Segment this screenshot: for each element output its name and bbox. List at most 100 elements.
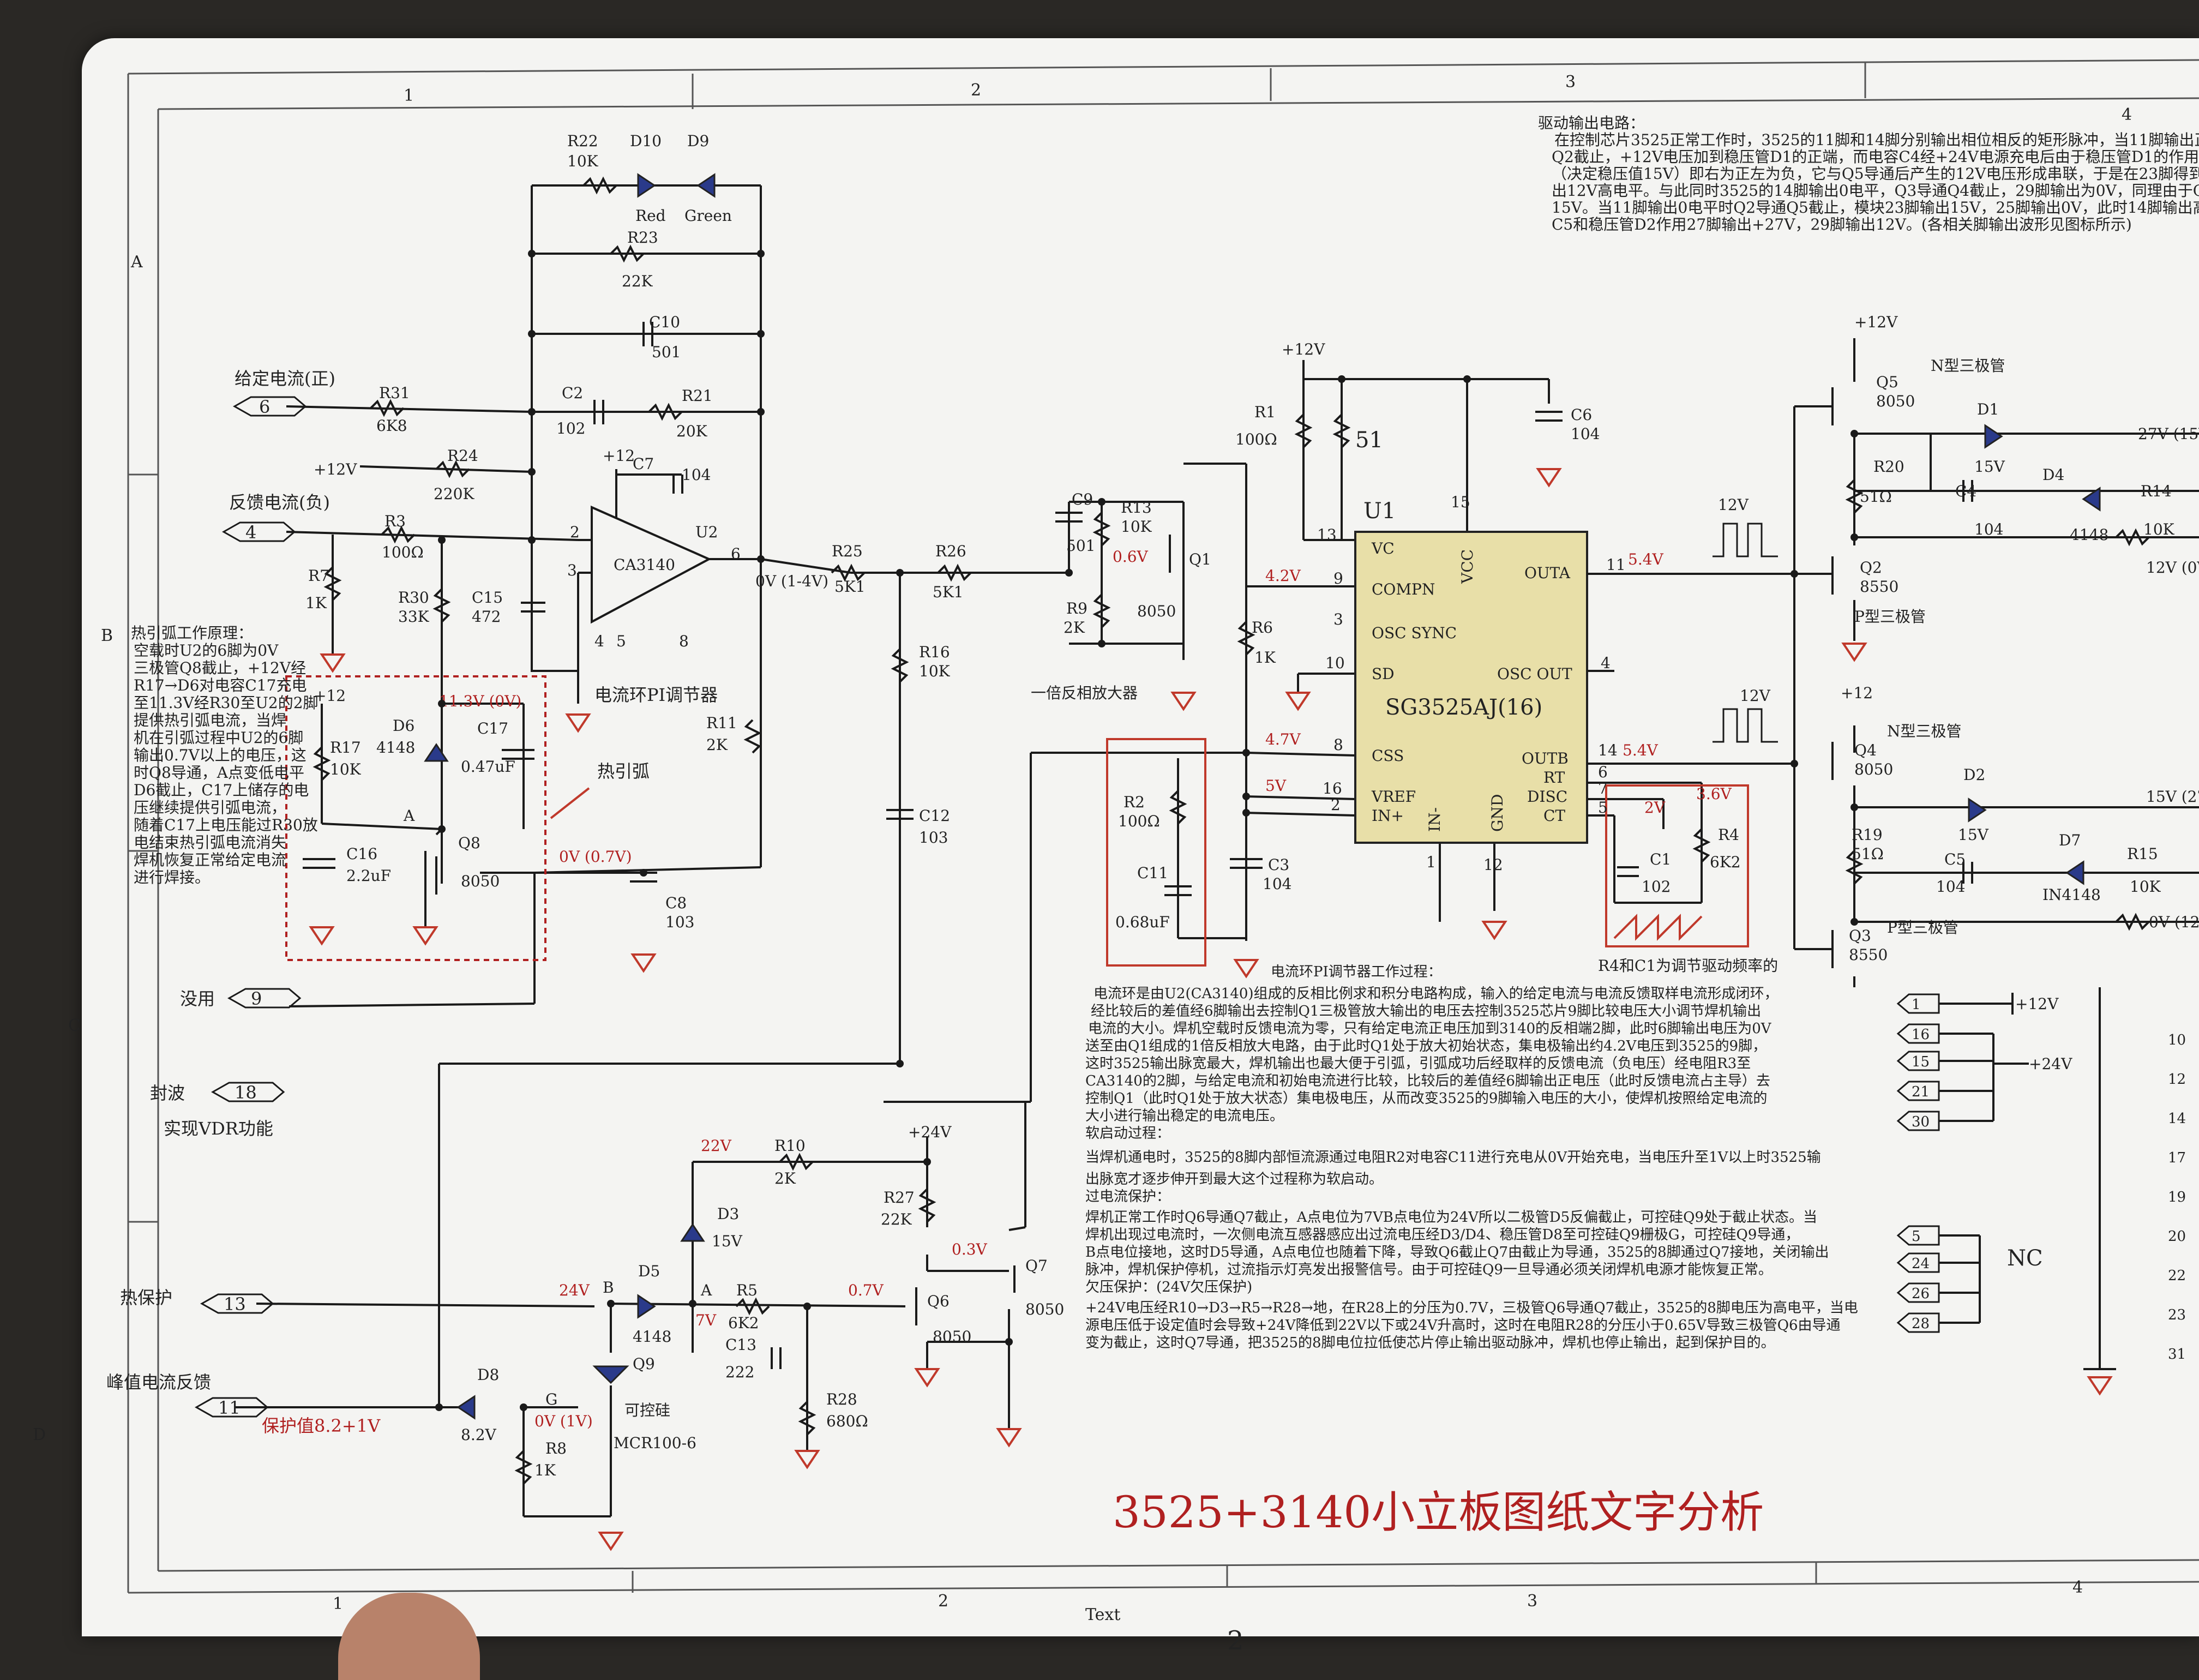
label-D2: D2 [1963,766,1985,784]
pi-text-line: 焊机出现过电流时，一次侧电流互感器感应出过流电压经D3/D4、稳压管D8至可控硅… [1085,1227,1799,1243]
value-R1: 100Ω [1235,430,1277,448]
scr-label: 可控硅 [624,1401,670,1419]
port-label-given-current: 给定电流(正) [235,368,335,389]
label-U2: U2 [695,523,718,541]
drive-text-line: 驱动输出电路： [1538,114,1645,132]
pin-label: 8 [1333,736,1343,754]
value-Q1: 8050 [1137,602,1176,620]
label-U1: U1 [1363,499,1396,524]
connector-pin: 16 [1912,1027,1930,1043]
pin-label: 9 [1333,569,1343,587]
output-0v: 0V (12V [2149,913,2199,931]
value-C5: 104 [1936,878,1965,896]
value-R28: 680Ω [826,1412,868,1430]
label-D8: D8 [477,1366,499,1384]
output-12v: 12V (0V) [2146,559,2199,577]
value-Q6: 8050 [933,1328,971,1346]
resistors [313,176,2150,1485]
port-tags [194,396,1940,1418]
voltage-0v-1v: 0V (1V) [534,1412,593,1430]
connector-pin: 12 [2168,1071,2186,1088]
chip-pin-outb: OUTB [1522,749,1569,767]
label-R1: R1 [1254,403,1276,421]
label-D10: D10 [630,132,662,150]
pin-label: 8 [679,632,689,650]
pin-label: 1 [1426,853,1436,871]
pi-text-line: 送至由Q1组成的1倍反相放大电路，由于此时Q1处于放大初始状态，集电极输出约4.… [1085,1038,1767,1054]
pi-text-line: 软启动过程： [1085,1125,1170,1142]
label-R15: R15 [2127,845,2158,863]
col-label: 4 [2072,1578,2083,1597]
chip-pin-css: CSS [1372,747,1404,765]
arc-text-line: 电结束热引弧电流消失 [134,833,286,851]
chip-part: SG3525AJ(16) [1385,695,1542,720]
opamp-part: CA3140 [614,556,675,574]
voltage-0v7: 0V (0.7V) [559,848,632,866]
wave-amplitude: 12V [1718,496,1749,514]
label-R30: R30 [398,589,429,607]
label-R5: R5 [736,1281,758,1299]
label-Q3: Q3 [1849,927,1871,945]
value-R21: 20K [676,422,708,440]
voltage-5v: 5V [1265,777,1287,795]
voltage-24v: 24V [559,1281,590,1299]
label-R14: R14 [2141,482,2172,500]
rc-note: R4和C1为调节驱动频率的 [1598,957,1778,975]
port-label-feedback-current: 反馈电流(负) [229,492,330,513]
pin-label: 13 [1317,526,1337,544]
label-C4: C4 [1955,482,1976,500]
arc-text-line: 时Q8导通，A点变低电平 [134,764,304,782]
label-C17: C17 [477,719,508,737]
label-R16: R16 [919,643,950,661]
footer-text: Text [1085,1605,1120,1624]
value-C10: 501 [652,343,681,361]
chip-pin-vref: VREF [1371,788,1416,806]
drive-text-line: 在控制芯片3525正常工作时，3525的11脚和14脚分别输出相位相反的矩形脉冲… [1554,131,2199,149]
ntype-label: N型三极管 [1931,357,2005,375]
value-C11: 0.68uF [1115,913,1170,931]
label-R13: R13 [1121,499,1152,517]
node-B: B [603,1279,614,1297]
value-R25: 5K1 [834,578,866,596]
pin-label: 6 [731,545,741,563]
junctions [435,250,1858,1411]
value-R4: 6K2 [1710,853,1741,871]
col-label: 2 [971,81,981,100]
chip-pin-compn: COMPN [1372,580,1435,598]
pi-text-line: 焊机正常工作时Q6导通Q7截止，A点电位为7VB点电位为24V所以二极管D5反偏… [1085,1209,1817,1226]
pi-wiring [286,184,851,1007]
pi-text-line: +24V电压经R10→D3→R5→R28→地，在R28上的分压为0.7V，三极管… [1085,1300,1858,1316]
pin-label: 14 [1598,741,1618,759]
connector-pin: 17 [2168,1150,2186,1166]
arc-text-line: 提供热引弧电流，当焊 [134,711,286,729]
label-C8: C8 [665,894,687,912]
label-D7: D7 [2059,831,2081,849]
supply-12: +12 [314,687,346,705]
label-Q8: Q8 [458,834,480,852]
voltage-4v7: 4.7V [1265,730,1301,748]
label-C13: C13 [725,1336,756,1354]
label-R31: R31 [379,384,410,402]
connector-pin: 15 [1912,1054,1930,1070]
connector-pin: 24 [1912,1256,1930,1272]
frame [127,59,2199,1594]
port-num: 11 [218,1397,241,1418]
value-R5: 6K2 [728,1314,759,1332]
pin-label: 5 [1598,799,1608,817]
arc-text-line: 空载时U2的6脚为0V [134,641,279,659]
port-label-thermal: 热保护 [120,1287,172,1308]
hot-arc-label: 热引弧 [597,761,650,782]
port-label-peak-current: 峰值电流反馈 [106,1372,211,1393]
label-R11: R11 [706,714,737,732]
wave-amplitude: 12V [1740,687,1771,705]
pin-label: 4 [1601,654,1611,672]
ntype-label: N型三极管 [1887,722,1962,740]
chip-pin-gnd: GND [1488,794,1506,832]
value-C9: 501 [1066,537,1095,555]
pin-label: 5 [616,632,626,650]
value-51: 51 [1355,428,1383,453]
sg3525-chip [1354,531,1588,844]
pi-text-line: 脉冲，焊机保护停机，过流指示灯亮发出报警信号。由于可控硅Q9一旦导通必须关闭焊机… [1085,1262,1773,1278]
connector-pin: 31 [2168,1346,2186,1363]
label-R3: R3 [384,512,406,530]
